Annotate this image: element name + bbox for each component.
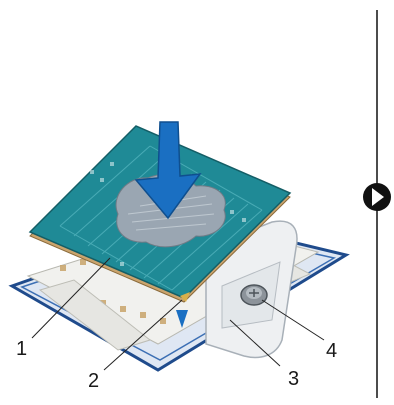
circle-chevron-right-icon — [363, 183, 391, 211]
socket-screw — [241, 285, 267, 305]
callout-1: 1 — [16, 338, 27, 360]
callout-2: 2 — [88, 370, 99, 392]
callout-3: 3 — [288, 368, 299, 390]
callout-4: 4 — [326, 340, 337, 362]
